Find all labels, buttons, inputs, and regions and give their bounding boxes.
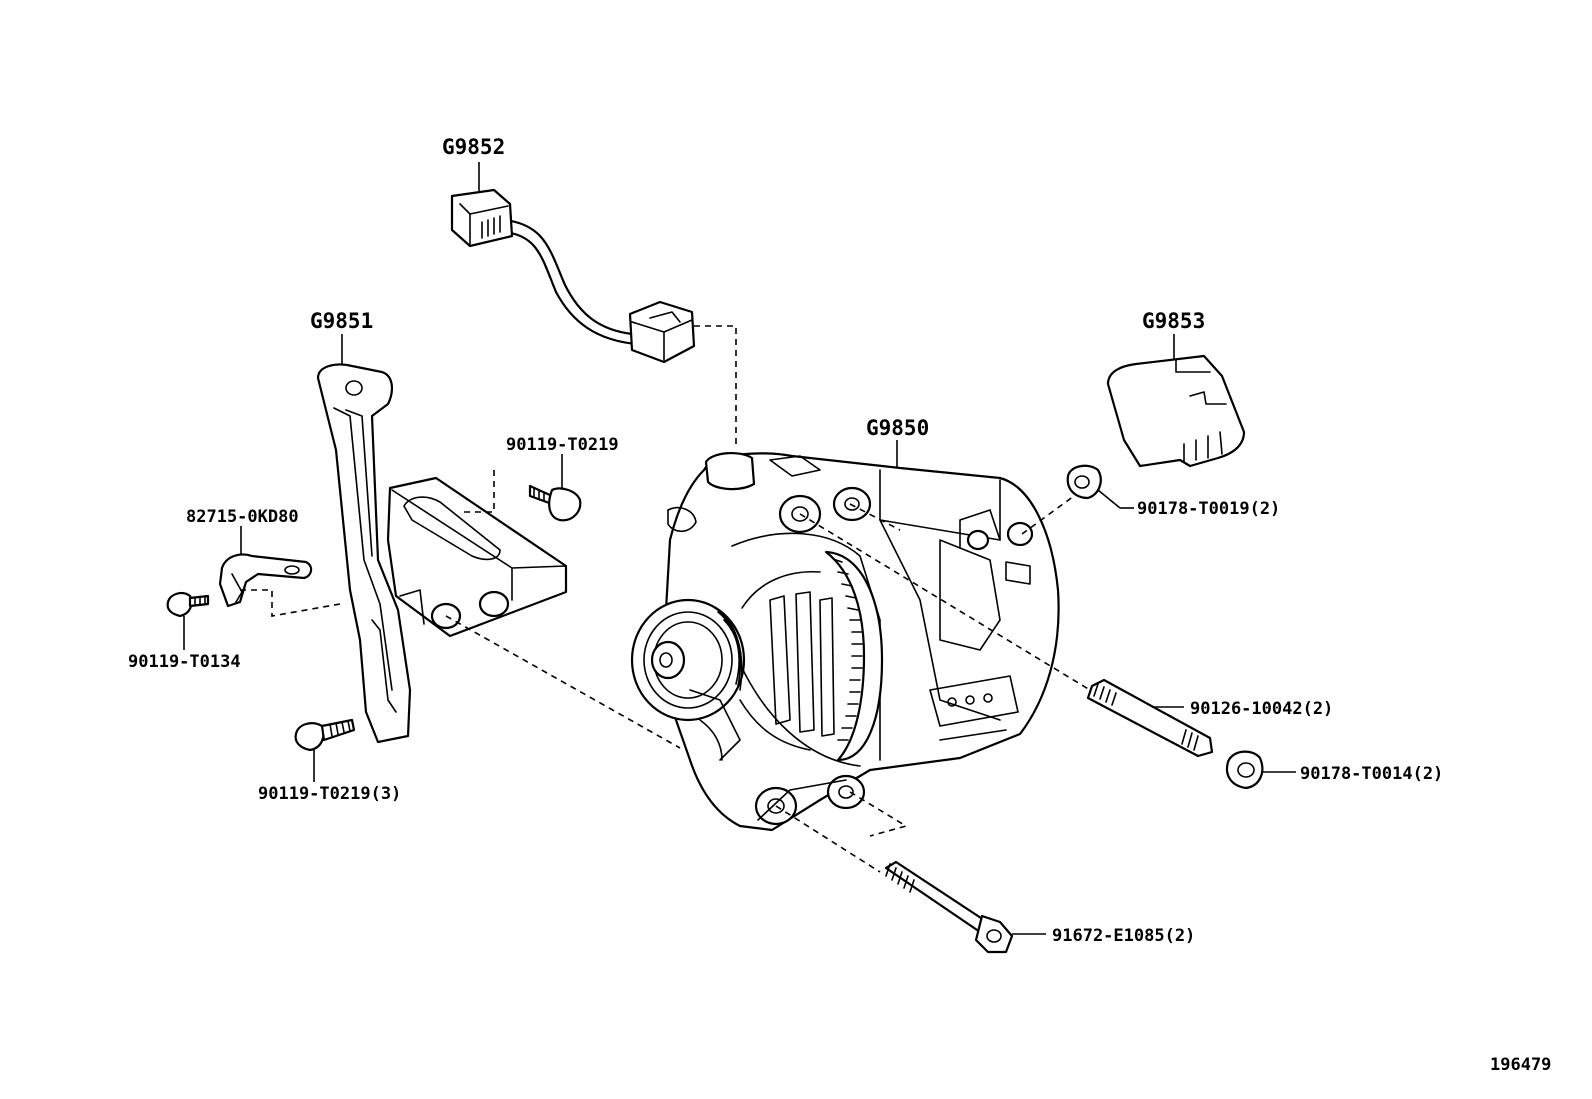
- label-91672-e1085-2: 91672-E1085(2): [1052, 926, 1195, 946]
- label-g9853: G9853: [1142, 309, 1205, 333]
- bolt-91672-e1085-2[interactable]: [884, 860, 1046, 954]
- bolt-90119-t0219-3[interactable]: [294, 718, 356, 782]
- label-90119-t0134: 90119-T0134: [128, 652, 241, 672]
- label-g9850: G9850: [866, 416, 929, 440]
- label-90119-t0219-3: 90119-T0219(3): [258, 784, 401, 804]
- label-g9851: G9851: [310, 309, 373, 333]
- cover-g9853[interactable]: [1106, 334, 1246, 468]
- nut-90178-t0014-2[interactable]: [1225, 750, 1296, 790]
- label-90126-10042-2: 90126-10042(2): [1190, 699, 1333, 719]
- through-bolt-path: [799, 513, 1091, 691]
- wire-harness-g9852[interactable]: [450, 162, 696, 364]
- label-g9852: G9852: [442, 135, 505, 159]
- alternator-g9850[interactable]: [630, 440, 1060, 832]
- label-82715-0kd80: 82715-0KD80: [186, 507, 299, 527]
- lower-bolt-path: [775, 791, 908, 873]
- clamp-connection-line: [240, 589, 341, 617]
- harness-connection-line: [694, 325, 737, 446]
- label-90119-t0219: 90119-T0219: [506, 435, 619, 455]
- bolt-90119-t0219[interactable]: [528, 454, 582, 522]
- bracket-alternator-line: [445, 615, 681, 749]
- label-90178-t0019-2: 90178-T0019(2): [1137, 499, 1280, 519]
- stud-path: [849, 503, 901, 531]
- label-90178-t0014-2: 90178-T0014(2): [1300, 764, 1443, 784]
- bolt-connection-line: [462, 470, 495, 513]
- clamp-82715-0kd80[interactable]: [218, 526, 313, 608]
- bolt-90119-t0134[interactable]: [166, 592, 210, 650]
- stud-90126-10042-2[interactable]: [1086, 678, 1214, 758]
- bracket-g9851[interactable]: [316, 334, 568, 744]
- nut-90178-t0019-2[interactable]: [1066, 464, 1134, 509]
- figure-number: 196479: [1490, 1055, 1551, 1075]
